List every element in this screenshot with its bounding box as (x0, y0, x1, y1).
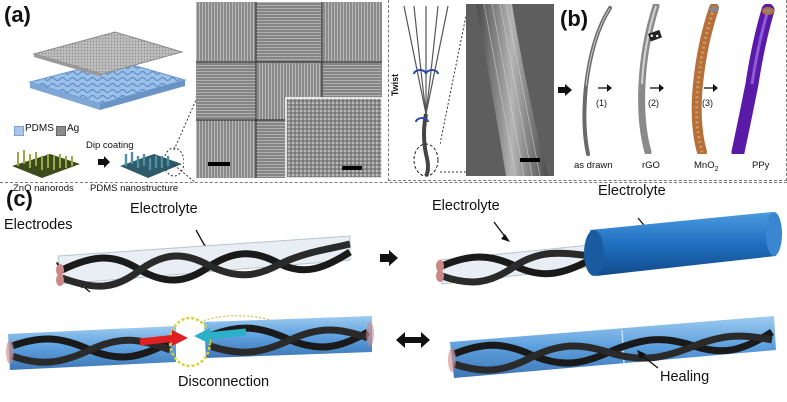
disconnected-fiber (6, 315, 374, 370)
step-label-3: (3) (702, 98, 713, 108)
electrodes-label: Electrodes (4, 217, 73, 233)
dip-coating-arrow (98, 156, 110, 168)
healing-label: Healing (660, 369, 710, 385)
fiber-label-mno2: MnO2 (694, 160, 719, 173)
pdms-nanostructure-illustration (120, 147, 184, 178)
twisted-electrodes-clear-tube (56, 229, 352, 293)
step-arrow-3 (704, 84, 718, 92)
sem-fabric-scalebar (208, 162, 230, 166)
legend-pdms-label: PDMS (25, 123, 54, 134)
transition-arrow (380, 250, 398, 266)
zno-nanorods-label: ZnO nanorods (13, 183, 74, 194)
step-arrow-2 (650, 84, 664, 92)
step-label-2: (2) (648, 98, 659, 108)
step-arrow-1 (598, 84, 612, 92)
electrolyte-label-left: Electrolyte (130, 201, 198, 217)
double-arrow (396, 332, 430, 348)
sem-yarn-image (466, 4, 554, 176)
pdms-nanostructure-label: PDMS nanostructure (90, 183, 179, 194)
legend-ag-swatch (56, 126, 66, 136)
process-arrow-main (558, 84, 572, 96)
fiber-label-as-drawn: as drawn (574, 160, 613, 171)
fiber-ppy (731, 4, 775, 154)
healed-fiber (448, 316, 776, 378)
twisted-fiber-illustration (403, 5, 449, 177)
panel-a-letter: (a) (4, 2, 31, 27)
sem-inset-scalebar (342, 166, 362, 170)
fiber-mno2 (691, 4, 719, 154)
fiber-label-rgo: rGO (642, 160, 660, 171)
twist-label: Twist (390, 73, 401, 97)
sem-fabric-image (196, 2, 382, 178)
electrolyte-label-right-outer: Electrolyte (598, 183, 666, 199)
fiber-as-drawn (582, 6, 612, 156)
disconnection-label: Disconnection (178, 374, 270, 390)
fabric-schematic (28, 31, 187, 110)
electrolyte-label-right-inner: Electrolyte (432, 198, 500, 214)
zoom-lines-a (173, 99, 196, 184)
zoom-lines-b (440, 5, 468, 173)
panel-c-letter: (c) (6, 186, 33, 211)
fiber-rgo (638, 4, 663, 154)
dip-coating-label: Dip coating (86, 140, 134, 151)
panel-c-top-border (0, 182, 787, 183)
sem-yarn-scalebar (520, 158, 540, 162)
panel-b-letter: (b) (560, 6, 589, 31)
legend-pdms-swatch (14, 126, 24, 136)
fiber-label-ppy: PPy (752, 160, 770, 171)
legend-ag-label: Ag (67, 123, 80, 134)
zno-nanorods-illustration (12, 150, 80, 178)
step-label-1: (1) (596, 98, 607, 108)
electrodes-with-electrolyte (436, 212, 782, 286)
